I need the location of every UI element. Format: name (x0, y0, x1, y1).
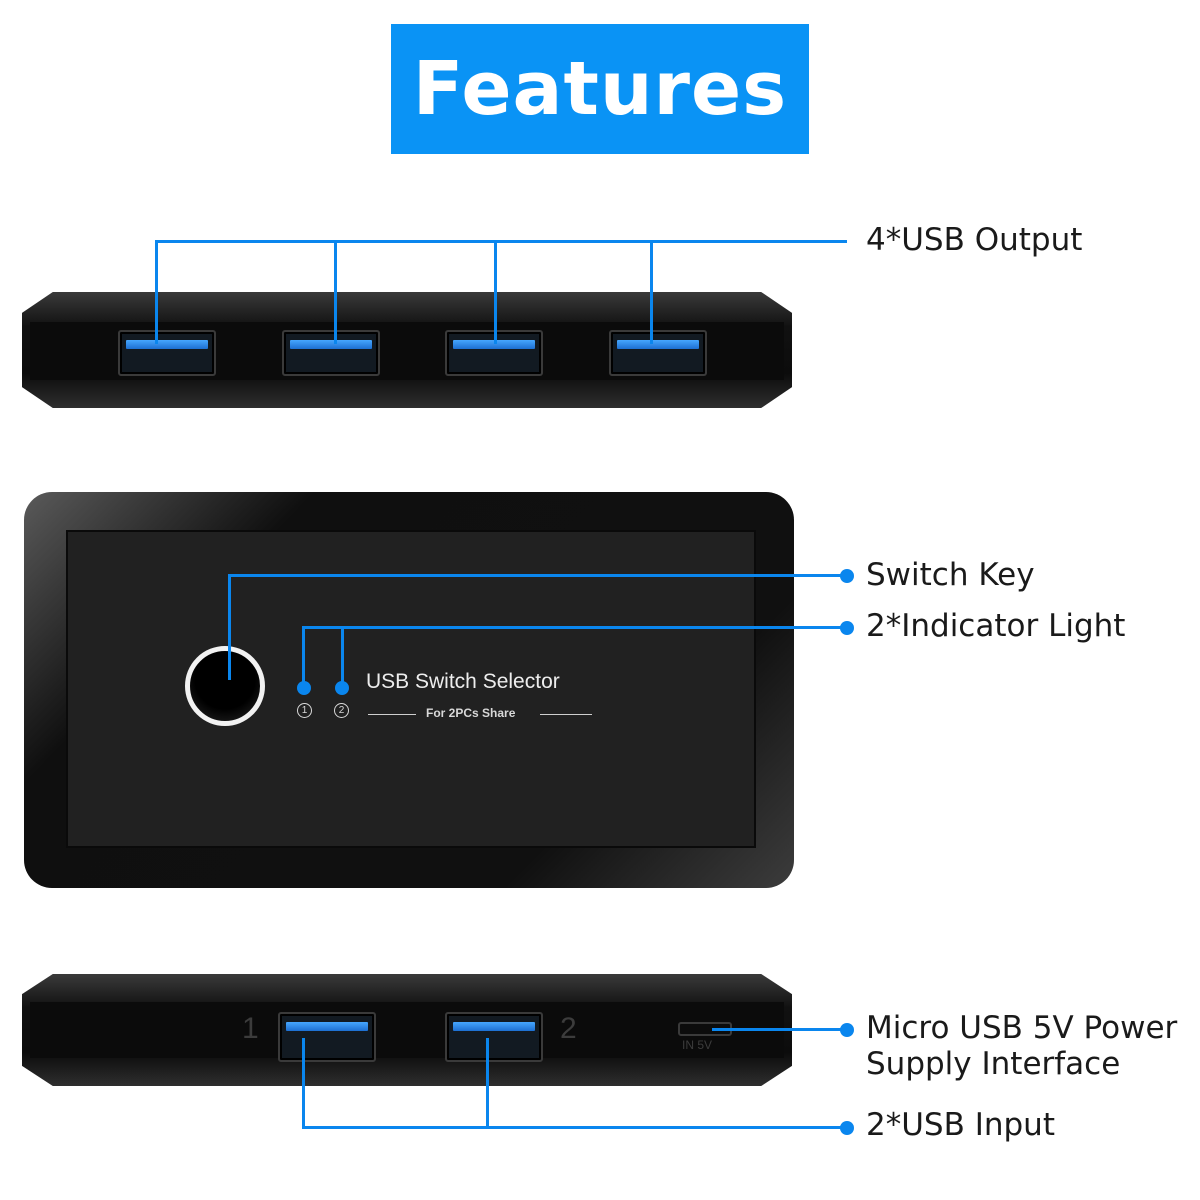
switch-key-button (185, 646, 265, 726)
usb-input-port-1 (278, 1012, 376, 1062)
features-banner: Features (391, 24, 809, 154)
usb-output-port-2 (282, 330, 380, 376)
subtitle-rule-left (368, 714, 416, 715)
usb-input-port-2 (445, 1012, 543, 1062)
input-port-number-2: 2 (560, 1012, 577, 1045)
usb-output-leader-horizontal (155, 240, 847, 243)
switch-key-label: Switch Key (866, 557, 1035, 593)
usb-input-leader-2 (486, 1038, 489, 1128)
device-top-view (24, 492, 794, 888)
micro-usb-dot (840, 1023, 854, 1037)
indicator-light-2 (335, 681, 349, 695)
usb-output-port-3 (445, 330, 543, 376)
device-side-input-view (22, 974, 792, 1086)
indicator-light-label: 2*Indicator Light (866, 608, 1126, 644)
usb-input-label: 2*USB Input (866, 1107, 1055, 1143)
usb-output-label: 4*USB Output (866, 222, 1083, 258)
usb-output-port-1 (118, 330, 216, 376)
banner-title: Features (412, 46, 788, 132)
indicator-number-1: 1 (297, 703, 312, 718)
indicator-light-dot (840, 621, 854, 635)
usb-input-dot (840, 1121, 854, 1135)
micro-usb-label-line1: Micro USB 5V Power (866, 1010, 1178, 1046)
usb-output-leader-3 (494, 240, 497, 344)
usb-output-leader-1 (155, 240, 158, 344)
indicator-leader-horizontal (302, 626, 848, 629)
usb-output-leader-4 (650, 240, 653, 344)
input-port-number-1: 1 (242, 1012, 259, 1045)
device-title: USB Switch Selector (366, 670, 560, 693)
subtitle-rule-right (540, 714, 592, 715)
indicator-leader-1 (302, 626, 305, 686)
usb-input-leader-1 (302, 1038, 305, 1128)
micro-usb-leader (712, 1028, 848, 1031)
power-port-label: IN 5V (682, 1038, 713, 1052)
switch-key-leader-horizontal (228, 574, 848, 577)
usb-input-leader-horizontal (302, 1126, 848, 1129)
device-panel (66, 530, 756, 848)
indicator-number-2: 2 (334, 703, 349, 718)
device-subtitle: For 2PCs Share (426, 706, 516, 720)
micro-usb-label-line2: Supply Interface (866, 1046, 1121, 1082)
usb-output-port-4 (609, 330, 707, 376)
switch-key-dot (840, 569, 854, 583)
indicator-leader-2 (341, 626, 344, 686)
switch-key-leader-vertical (228, 574, 231, 680)
indicator-light-1 (297, 681, 311, 695)
usb-output-leader-2 (334, 240, 337, 344)
